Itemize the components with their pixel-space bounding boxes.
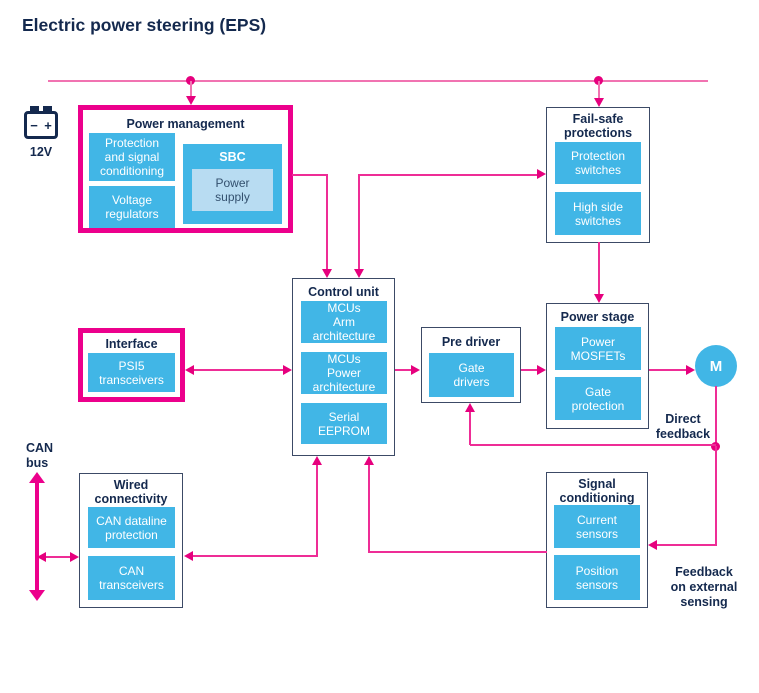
arrowhead-into-fail-safe-left [537, 169, 546, 179]
arrowhead-into-wired-connectivity-right [184, 551, 193, 561]
protection-switches-box[interactable]: Protection switches [555, 142, 641, 184]
power-stage-title: Power stage [560, 310, 635, 324]
serial-eeprom-box[interactable]: Serial EEPROM [301, 403, 387, 444]
position-sensors-box[interactable]: Position sensors [554, 555, 640, 600]
sbc-label: SBC [219, 150, 246, 164]
bus-junction-dot-fail-safe [594, 76, 603, 85]
mcu-arm-architecture-box[interactable]: MCUs Arm architecture [301, 301, 387, 343]
can-bus-line [35, 483, 39, 590]
direct-feedback-label: Direct feedback [655, 412, 711, 441]
signal-conditioning-title: Signal conditioning [559, 477, 635, 505]
voltage-regulators-box[interactable]: Voltage regulators [89, 186, 175, 228]
arrowhead-into-fail-safe [594, 98, 604, 107]
power-management-group: Power management Protection and signal c… [78, 105, 293, 233]
bus-drop-power-management [190, 81, 192, 97]
line-canbus-to-wired [45, 556, 73, 558]
can-bus-label: CAN bus [26, 441, 54, 470]
arrowhead-into-control-unit-left [283, 365, 292, 375]
battery-voltage-label: 12V [29, 145, 53, 159]
wired-connectivity-block: Wired connectivity CAN dataline protecti… [79, 473, 183, 608]
arrowhead-into-wired-connectivity-left [70, 552, 79, 562]
external-feedback-label: Feedback on external sensing [670, 565, 738, 609]
line-control-failsafe-h [360, 174, 537, 176]
interface-group: Interface PSI5 transceivers [78, 328, 185, 402]
arrowhead-into-motor [686, 365, 695, 375]
signal-conditioning-block: Signal conditioning Current sensors Posi… [546, 472, 648, 608]
line-pm-to-control-h [292, 174, 328, 176]
line-wired-to-control-v [316, 464, 318, 557]
fail-safe-protections-title: Fail-safe protections [563, 112, 633, 140]
gate-drivers-box[interactable]: Gate drivers [429, 353, 514, 397]
arrowhead-into-can-bus [37, 552, 46, 562]
pre-driver-block: Pre driver Gate drivers [421, 327, 521, 403]
line-powerstage-to-motor [649, 369, 686, 371]
arrowhead-into-power-management [186, 96, 196, 105]
supply-bus-line [48, 80, 708, 82]
interface-title: Interface [105, 337, 158, 351]
power-mosfets-box[interactable]: Power MOSFETs [555, 327, 641, 370]
control-unit-block: Control unit MCUs Arm architecture MCUs … [292, 278, 395, 456]
can-transceivers-box[interactable]: CAN transceivers [88, 556, 175, 600]
line-failsafe-to-powerstage [598, 242, 600, 294]
power-management-title: Power management [126, 117, 245, 131]
line-external-feedback-h [656, 544, 717, 546]
psi5-transceivers-box[interactable]: PSI5 transceivers [88, 353, 175, 392]
battery-terminal-right [43, 106, 52, 112]
line-external-feedback-v [715, 446, 717, 546]
pre-driver-title: Pre driver [441, 335, 501, 349]
arrowhead-into-signal-conditioning [648, 540, 657, 550]
bus-drop-fail-safe [598, 81, 600, 99]
arrowhead-into-power-stage-top [594, 294, 604, 303]
arrowhead-into-pre-driver [411, 365, 420, 375]
page-title: Electric power steering (EPS) [22, 15, 267, 35]
sbc-box[interactable]: SBC Power supply [183, 144, 282, 224]
line-pm-to-control-v [326, 174, 328, 269]
line-wired-to-control-h [192, 555, 318, 557]
fail-safe-protections-block: Fail-safe protections Protection switche… [546, 107, 650, 243]
line-direct-feedback-v [469, 412, 471, 445]
battery-plus-sign: + [44, 117, 52, 133]
gate-protection-box[interactable]: Gate protection [555, 377, 641, 420]
arrowhead-into-control-unit-top [354, 269, 364, 278]
wired-connectivity-title: Wired connectivity [94, 478, 168, 506]
line-signal-to-control-v [368, 464, 370, 553]
arrowhead-wired-into-control-unit [312, 456, 322, 465]
battery-terminal-left [30, 106, 39, 112]
line-direct-feedback-h [470, 444, 716, 446]
protection-signal-conditioning-box[interactable]: Protection and signal conditioning [89, 133, 175, 181]
can-bus-arrowhead-down [29, 590, 45, 601]
arrowhead-into-interface [185, 365, 194, 375]
battery-icon: − + [24, 106, 58, 139]
power-supply-box[interactable]: Power supply [192, 169, 273, 211]
line-signal-to-control-h [370, 551, 547, 553]
line-motor-down [715, 386, 717, 446]
line-control-failsafe-v [358, 174, 360, 269]
arrowhead-signal-into-control-unit [364, 456, 374, 465]
high-side-switches-box[interactable]: High side switches [555, 192, 641, 235]
mcu-power-architecture-box[interactable]: MCUs Power architecture [301, 352, 387, 394]
line-predriver-to-powerstage [521, 369, 537, 371]
line-interface-control [194, 369, 283, 371]
battery-minus-sign: − [30, 117, 38, 133]
current-sensors-box[interactable]: Current sensors [554, 505, 640, 548]
arrowhead-into-power-stage-left [537, 365, 546, 375]
arrowhead-pm-into-control-unit [322, 269, 332, 278]
can-dataline-protection-box[interactable]: CAN dataline protection [88, 507, 175, 548]
bus-junction-dot-power-management [186, 76, 195, 85]
arrowhead-into-pre-driver-bottom [465, 403, 475, 412]
control-unit-title: Control unit [308, 285, 379, 299]
power-stage-block: Power stage Power MOSFETs Gate protectio… [546, 303, 649, 429]
can-bus-arrowhead-up [29, 472, 45, 483]
motor-node: M [695, 345, 737, 387]
line-control-to-predriver [395, 369, 411, 371]
